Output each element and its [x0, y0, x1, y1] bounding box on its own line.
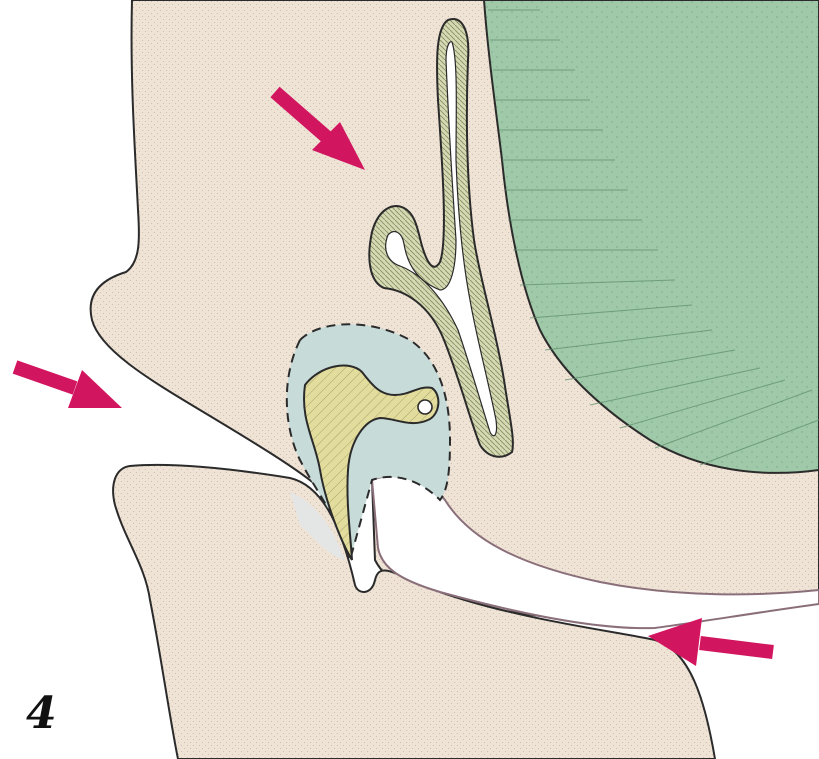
- ossicle-foramen: [418, 400, 432, 414]
- arrow-left: [15, 367, 122, 408]
- panel-number: 4: [26, 688, 57, 739]
